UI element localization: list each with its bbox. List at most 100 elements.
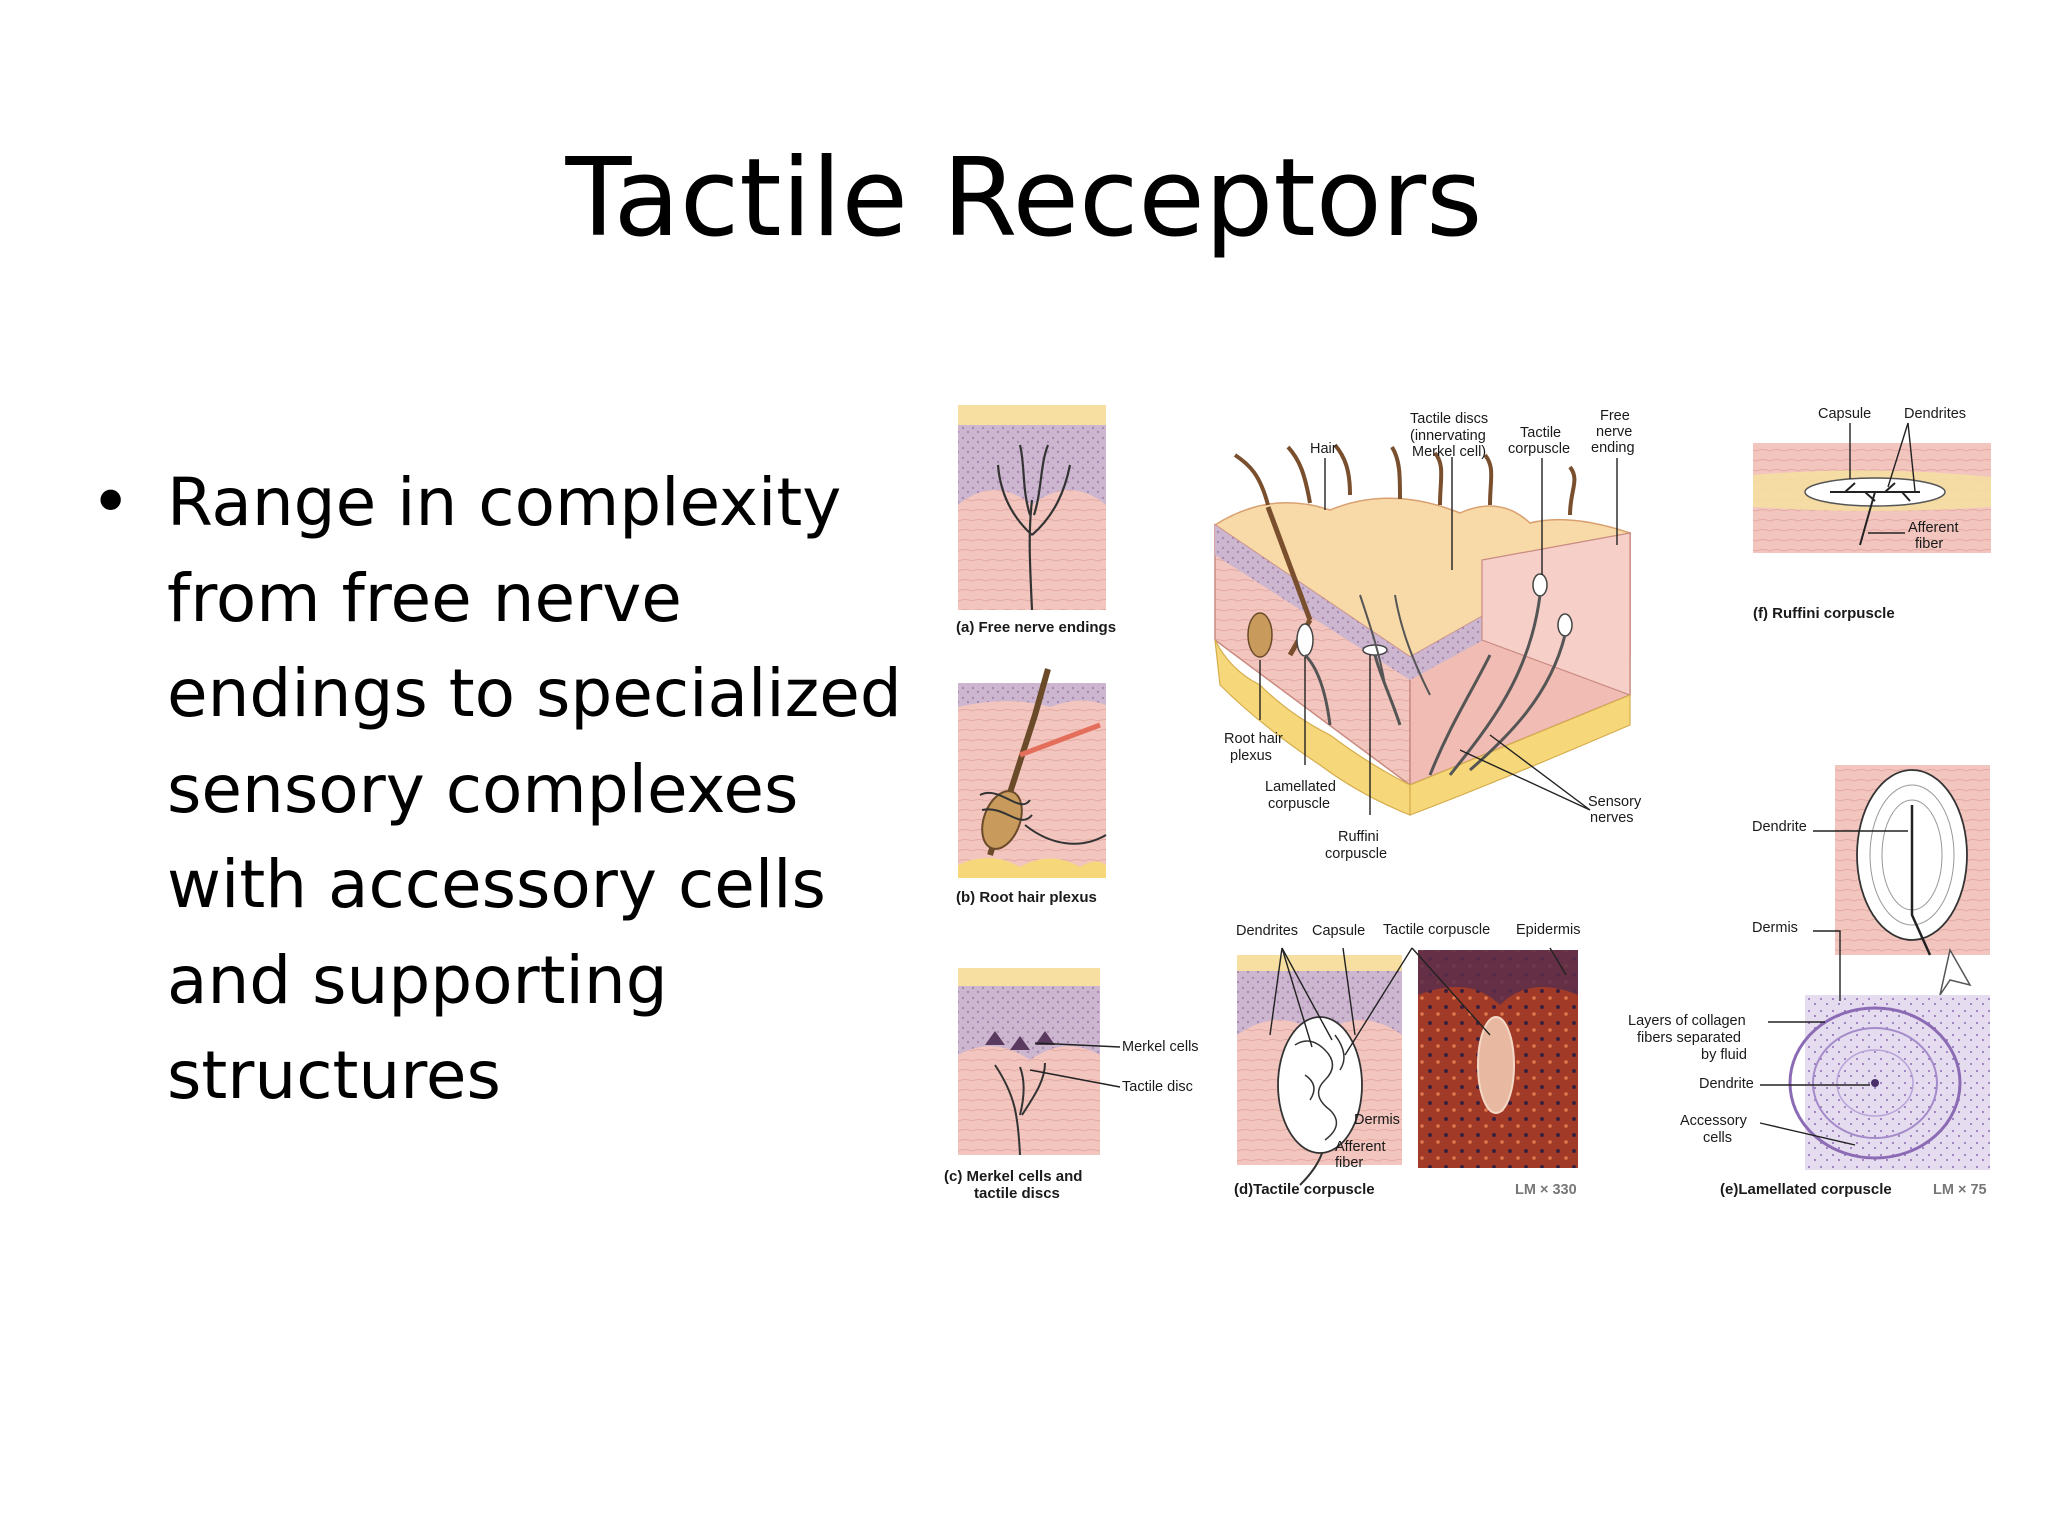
center-label-sensory-1: Sensory <box>1588 794 1642 810</box>
center-label-tactile-discs-2: (innervating <box>1410 428 1486 444</box>
panel-c-surface <box>958 968 1100 986</box>
panel-d-capsule-leader <box>1342 947 1356 1036</box>
panel-f-label-afferent-1: Afferent <box>1908 520 1959 536</box>
panel-e-center-dendrite <box>1871 1079 1879 1087</box>
panel-d-label-tactile: Tactile corpuscle <box>1383 922 1490 938</box>
panel-e-lamellae-inner <box>1836 1049 1914 1117</box>
panel-e-label-accessory-2: cells <box>1703 1130 1732 1146</box>
panel-d-label-capsule: Capsule <box>1312 923 1365 939</box>
panel-a-surface <box>958 405 1106 425</box>
center-label-tactile-discs-1: Tactile discs <box>1410 411 1488 427</box>
panel-f-label-afferent-2: fiber <box>1915 536 1943 552</box>
panel-b-arrector-muscle <box>1019 722 1101 758</box>
panel-d-label-afferent-2: fiber <box>1335 1155 1363 1171</box>
bullet-item: Range in complexity from free nerve endi… <box>167 464 902 1114</box>
panel-f-label-dendrites: Dendrites <box>1904 406 1966 422</box>
merkel-cell-shapes <box>985 1031 1055 1050</box>
panel-d-micrograph-corpuscle <box>1477 1016 1515 1114</box>
center-label-root-2: plexus <box>1230 748 1272 764</box>
panel-e-dendrite-shape <box>1910 805 1932 956</box>
panel-e-lamellated-corpuscle: Dendrite Dermis Layers of collagen fiber… <box>1628 765 1990 1198</box>
panel-d-corpuscle-shape <box>1277 1016 1363 1154</box>
panel-d-dendrites-leader-3 <box>1281 947 1333 1041</box>
panel-e-accessory-leader <box>1759 1122 1856 1146</box>
panel-e-label-layers-2: fibers separated <box>1637 1030 1741 1046</box>
panel-a-caption: (a) Free nerve endings <box>956 619 1116 636</box>
panel-d-corpuscle-dendrites <box>1294 1034 1345 1141</box>
panel-d-magnification: LM × 330 <box>1515 1182 1577 1198</box>
center-label-ruffini-1: Ruffini <box>1338 829 1379 845</box>
panel-c-label-merkel: Merkel cells <box>1122 1039 1199 1055</box>
panel-f-dendrites-leader-1 <box>1887 422 1909 488</box>
panel-b-hair-follicle <box>981 790 1023 850</box>
panel-c-merkel-cells: Merkel cells Tactile disc (c) Merkel cel… <box>944 968 1199 1202</box>
panel-d-tactile-leader-1 <box>1344 947 1413 1056</box>
panel-e-zoom-arrow <box>1939 947 1972 996</box>
center-label-free-1: Free <box>1600 408 1630 424</box>
panel-f-caption: (f) Ruffini corpuscle <box>1753 605 1895 622</box>
panel-d-micrograph-epidermis <box>1418 950 1578 1005</box>
panel-b-caption: (b) Root hair plexus <box>956 889 1097 906</box>
center-root-hair-plexus <box>1247 612 1273 658</box>
panel-d-epidermis-leader <box>1549 947 1567 976</box>
panel-f-label-capsule: Capsule <box>1818 406 1871 422</box>
center-ruffini-shape <box>1362 644 1388 656</box>
panel-b-plexus-fibers <box>979 792 1033 821</box>
panel-d-label-afferent-1: Afferent <box>1335 1139 1386 1155</box>
panel-d-tactile-leader-2 <box>1411 947 1491 1036</box>
panel-c-label-disc: Tactile disc <box>1122 1079 1193 1095</box>
center-sensory-nerves <box>1303 594 1567 776</box>
panel-d-afferent-shape <box>1299 1152 1323 1186</box>
center-label-lamellated-2: corpuscle <box>1268 796 1330 812</box>
panel-f-dendrites-shape <box>1830 482 1920 546</box>
panel-b-nerve <box>1024 824 1107 845</box>
panel-b-fat <box>958 857 1106 878</box>
center-label-tactile-discs-3: Merkel cell) <box>1412 444 1486 460</box>
panel-d-surface <box>1237 955 1402 971</box>
panel-f-ruffini-corpuscle: Capsule Dendrites Afferent fiber (f) Ruf… <box>1753 406 1991 622</box>
panel-e-lamellae-outer <box>1788 1006 1962 1160</box>
tactile-receptors-diagram: (a) Free nerve endings (b) Root hair ple… <box>944 405 1991 1202</box>
center-label-free-2: nerve <box>1596 424 1632 440</box>
panel-d-label-epidermis: Epidermis <box>1516 922 1580 938</box>
center-label-tactile-corpuscle-1: Tactile <box>1520 425 1561 441</box>
panel-e-label-layers-1: Layers of collagen <box>1628 1013 1746 1029</box>
center-label-tactile-corpuscle-2: corpuscle <box>1508 441 1570 457</box>
sensory-nerves-leader-2 <box>1489 734 1591 811</box>
merkel-leader <box>1034 1042 1121 1048</box>
center-free-nerve-endings <box>1359 594 1431 696</box>
center-hairs <box>1233 443 1577 516</box>
panel-b-root-hair-plexus: (b) Root hair plexus <box>956 668 1107 906</box>
center-label-hair: Hair <box>1310 441 1337 457</box>
center-tactile-corpuscle-shape-2 <box>1557 613 1573 637</box>
sensory-nerves-leader-1 <box>1459 749 1591 811</box>
panel-e-caption: (e)Lamellated corpuscle <box>1720 1181 1892 1198</box>
panel-a-epidermis <box>958 425 1106 505</box>
center-label-sensory-2: nerves <box>1590 810 1634 826</box>
tactile-disc-leader <box>1029 1069 1121 1088</box>
panel-d-caption: (d)Tactile corpuscle <box>1234 1181 1375 1198</box>
panel-a-free-nerve-endings: (a) Free nerve endings <box>956 405 1116 636</box>
slide-title: Tactile Receptors <box>565 136 1483 261</box>
panel-d-tactile-corpuscle: Dendrites Capsule Tactile corpuscle Epid… <box>1234 922 1580 1198</box>
center-fat-side <box>1409 694 1631 816</box>
panel-d-label-dendrites: Dendrites <box>1236 923 1298 939</box>
panel-e-label-layers-3: by fluid <box>1701 1047 1747 1063</box>
center-label-ruffini-2: corpuscle <box>1325 846 1387 862</box>
free-nerve-ending-fibers <box>996 444 1072 611</box>
panel-e-micrograph <box>1805 995 1990 1170</box>
panel-d-dendrites-leader-2 <box>1281 947 1313 1048</box>
panel-e-magnification: LM × 75 <box>1933 1182 1987 1198</box>
center-label-free-3: ending <box>1591 440 1635 456</box>
panel-d-epidermis <box>1237 971 1402 1035</box>
panel-e-label-dendrite-top: Dendrite <box>1752 819 1807 835</box>
panel-e-dermis-leader <box>1813 930 1841 1001</box>
panel-e-label-dermis: Dermis <box>1752 920 1798 936</box>
panel-e-ring-1 <box>1869 784 1955 926</box>
panel-e-lamellae-mid <box>1812 1027 1938 1139</box>
panel-c-caption-1: (c) Merkel cells and <box>944 1168 1082 1185</box>
panel-e-label-accessory-1: Accessory <box>1680 1113 1748 1129</box>
bullet-dot: • <box>90 461 132 543</box>
center-epidermis-front <box>1215 525 1410 680</box>
panel-f-dendrites-leader-2 <box>1907 422 1916 492</box>
